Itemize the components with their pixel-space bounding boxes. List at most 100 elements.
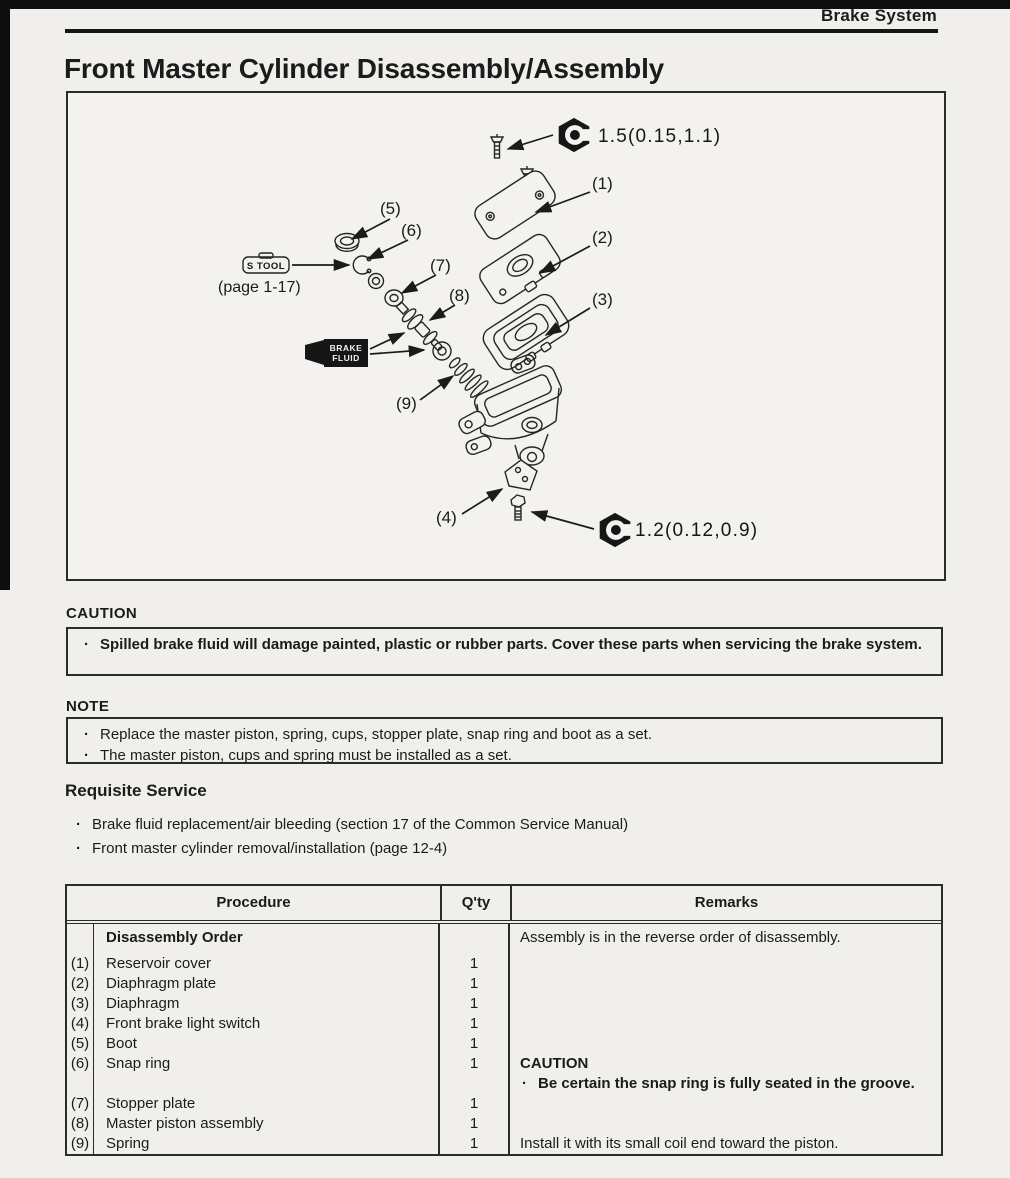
note-heading: NOTE xyxy=(66,698,110,715)
clamp-clip-drawing xyxy=(510,354,536,374)
part-label-6: (6) xyxy=(401,221,422,240)
row-name: Diaphragm plate xyxy=(94,974,440,994)
requisite-service-heading: Requisite Service xyxy=(65,781,207,800)
table-row: (4) Front brake light switch 1 xyxy=(67,1014,941,1034)
row-qty: 1 xyxy=(440,974,510,994)
row-remark: Assembly is in the reverse order of disa… xyxy=(520,929,841,946)
procedure-table: Procedure Q'ty Remarks Disassembly Order… xyxy=(65,884,943,1156)
table-row: Disassembly Order Assembly is in the rev… xyxy=(67,924,941,954)
row-remark xyxy=(510,974,941,994)
torque-icon-top xyxy=(558,117,592,153)
row-remark-caution-detail: Be certain the snap ring is fully seated… xyxy=(510,1074,941,1094)
row-qty: 1 xyxy=(440,1014,510,1034)
row-name: Diaphragm xyxy=(94,994,440,1014)
diaphragm-plate-drawing xyxy=(479,233,561,305)
row-num: (9) xyxy=(67,1134,94,1154)
cover-screw-a xyxy=(489,134,505,159)
row-remark xyxy=(510,994,941,1014)
master-piston-drawing xyxy=(395,300,443,351)
row-qty: 1 xyxy=(440,1054,510,1074)
brake-fluid-line2: FLUID xyxy=(332,353,360,363)
caution-box: Spilled brake fluid will damage painted,… xyxy=(66,627,943,676)
brake-light-switch-drawing xyxy=(504,459,538,491)
row-qty xyxy=(440,924,510,954)
table-row: (2) Diaphragm plate 1 xyxy=(67,974,941,994)
table-row: (7) Stopper plate 1 xyxy=(67,1094,941,1114)
header-rule xyxy=(65,29,938,33)
table-row: (5) Boot 1 xyxy=(67,1034,941,1054)
row-qty: 1 xyxy=(440,1114,510,1134)
requisite-item: Brake fluid replacement/air bleeding (se… xyxy=(70,813,628,837)
s-tool-label: S TOOL xyxy=(247,261,285,272)
table-row: (3) Diaphragm 1 xyxy=(67,994,941,1014)
note-box: Replace the master piston, spring, cups,… xyxy=(66,717,943,766)
switch-bolt-drawing xyxy=(510,494,526,521)
torque-value-bottom: 1.2(0.12,0.9) xyxy=(635,520,758,541)
torque-icon-bottom xyxy=(599,512,633,548)
row-num: (7) xyxy=(67,1094,94,1114)
row-qty: 1 xyxy=(440,994,510,1014)
part-label-1: (1) xyxy=(592,174,613,193)
row-num xyxy=(67,1074,94,1094)
row-num: (5) xyxy=(67,1034,94,1054)
row-name: Boot xyxy=(94,1034,440,1054)
master-cylinder-body-drawing xyxy=(458,365,563,466)
requisite-service-list: Brake fluid replacement/air bleeding (se… xyxy=(70,813,628,861)
reservoir-cover-drawing xyxy=(474,170,556,240)
row-remark xyxy=(510,954,941,974)
table-row: (9) Spring 1 Install it with its small c… xyxy=(67,1134,941,1154)
part-label-5: (5) xyxy=(380,199,401,218)
row-num: (8) xyxy=(67,1114,94,1134)
section-header: Brake System xyxy=(820,6,937,25)
note-item: The master piston, cups and spring must … xyxy=(78,745,931,766)
row-remark-caution: CAUTION xyxy=(520,1055,589,1072)
row-num xyxy=(67,924,94,954)
s-tool-tag: S TOOL xyxy=(242,252,290,274)
exploded-diagram: 1.5(0.15,1.1) (1) xyxy=(66,91,946,581)
row-qty: 1 xyxy=(440,1034,510,1054)
row-remark xyxy=(510,1094,941,1114)
row-qty: 1 xyxy=(440,1134,510,1154)
table-row: (6) Snap ring 1 CAUTION xyxy=(67,1054,941,1074)
stopper-plate-drawing xyxy=(384,289,404,307)
washer-drawing xyxy=(367,272,385,290)
part-label-4: (4) xyxy=(436,508,457,527)
spring-drawing xyxy=(448,357,489,399)
row-name: Spring xyxy=(94,1134,440,1154)
row-num: (1) xyxy=(67,954,94,974)
row-num: (6) xyxy=(67,1054,94,1074)
caution-heading: CAUTION xyxy=(66,605,138,622)
column-header-qty: Q'ty xyxy=(440,886,510,920)
row-name: Master piston assembly xyxy=(94,1114,440,1134)
column-header-remarks: Remarks xyxy=(510,886,941,920)
row-remark: Install it with its small coil end towar… xyxy=(520,1135,839,1152)
column-header-procedure: Procedure xyxy=(216,894,291,911)
s-tool-page-ref: (page 1-17) xyxy=(218,279,301,296)
part-label-7: (7) xyxy=(430,256,451,275)
row-remark xyxy=(510,1114,941,1134)
row-qty: 1 xyxy=(440,1094,510,1114)
row-remark xyxy=(510,1034,941,1054)
part-label-8: (8) xyxy=(449,286,470,305)
row-qty: 1 xyxy=(440,954,510,974)
row-name: Reservoir cover xyxy=(94,954,440,974)
row-name xyxy=(94,1074,440,1094)
row-num: (4) xyxy=(67,1014,94,1034)
part-label-3: (3) xyxy=(592,290,613,309)
part-label-9: (9) xyxy=(396,394,417,413)
part-label-2: (2) xyxy=(592,228,613,247)
table-row: (1) Reservoir cover 1 xyxy=(67,954,941,974)
scan-edge-top xyxy=(0,0,1010,9)
page-title: Front Master Cylinder Disassembly/Assemb… xyxy=(64,53,665,84)
diaphragm-drawing xyxy=(482,293,570,371)
requisite-item: Front master cylinder removal/installati… xyxy=(70,837,628,861)
row-qty xyxy=(440,1074,510,1094)
exploded-diagram-svg: 1.5(0.15,1.1) (1) xyxy=(218,117,758,548)
table-row: Be certain the snap ring is fully seated… xyxy=(67,1074,941,1094)
row-name: Snap ring xyxy=(94,1054,440,1074)
table-row: (8) Master piston assembly 1 xyxy=(67,1114,941,1134)
row-num: (3) xyxy=(67,994,94,1014)
row-name: Disassembly Order xyxy=(94,924,440,954)
row-name: Stopper plate xyxy=(94,1094,440,1114)
